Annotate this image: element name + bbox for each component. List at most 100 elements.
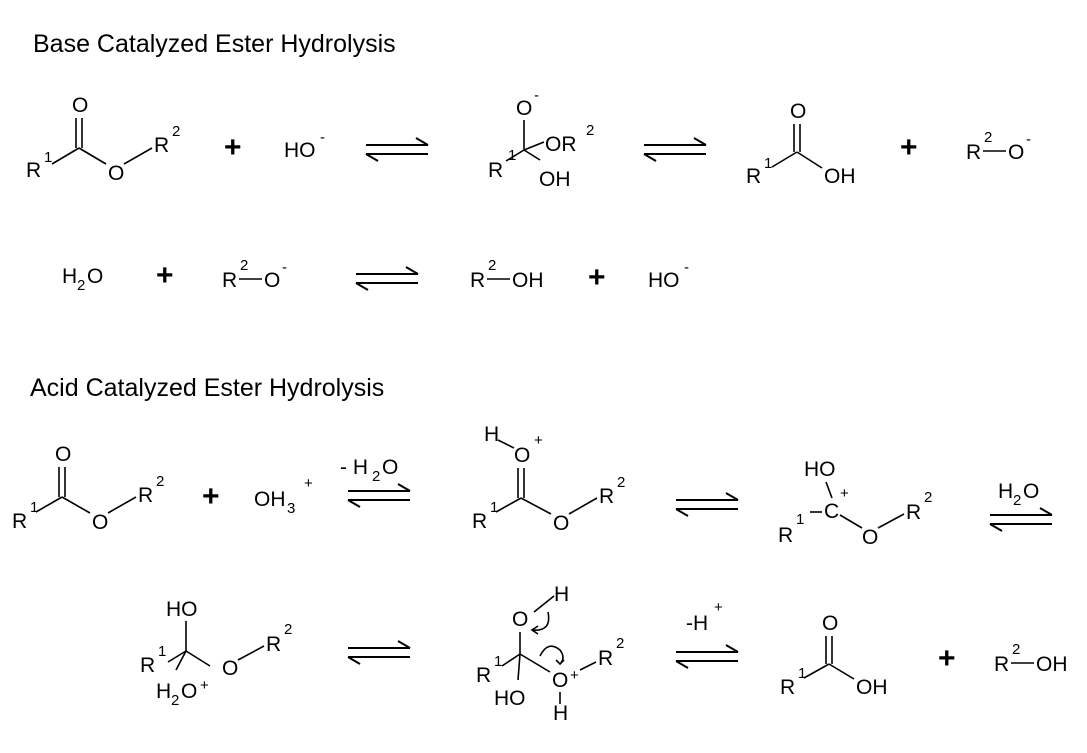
hydroxide: HO - (648, 259, 689, 292)
svg-text:1: 1 (44, 149, 52, 166)
carbocation-intermediate: HO + C R 1 O R 2 (778, 458, 932, 549)
atom-r: R (780, 676, 795, 699)
curved-arrow (539, 645, 564, 665)
svg-text:H: H (484, 423, 499, 446)
equilibrium-arrow (675, 492, 739, 517)
svg-text:OH: OH (1036, 653, 1068, 676)
atom-r: R (476, 664, 491, 687)
alkoxide: R 2 O - (222, 257, 287, 292)
curved-arrow (531, 611, 550, 631)
svg-text:HO: HO (648, 269, 680, 292)
acid-title: Acid Catalyzed Ester Hydrolysis (30, 374, 384, 402)
svg-text:O: O (1023, 480, 1039, 503)
svg-text:HO: HO (284, 139, 316, 162)
svg-text:-: - (684, 259, 689, 276)
alcohol: R 2 OH (470, 257, 544, 292)
svg-text:1: 1 (158, 643, 166, 660)
atom-o: O (514, 444, 530, 467)
atom-r: R (222, 269, 237, 292)
atom-r: R (472, 510, 487, 533)
carboxylic-acid: O R 1 OH (746, 100, 856, 188)
plus-sign: + (156, 259, 174, 292)
svg-text:2: 2 (617, 474, 625, 491)
svg-text:2: 2 (586, 122, 594, 139)
svg-text:OH: OH (512, 269, 544, 292)
atom-r: R (746, 165, 761, 188)
svg-text:1: 1 (508, 147, 516, 164)
atom-r: R (599, 485, 614, 508)
svg-text:1: 1 (798, 665, 806, 682)
plus-sign: + (224, 131, 242, 164)
svg-text:H: H (554, 583, 569, 606)
equilibrium-arrow (643, 137, 707, 162)
svg-text:H: H (62, 265, 77, 288)
equilibrium-arrow (347, 640, 411, 665)
svg-text:+: + (200, 677, 209, 694)
svg-text:2: 2 (488, 257, 496, 274)
atom-r: R (778, 524, 793, 547)
svg-text:1: 1 (490, 499, 498, 516)
svg-text:+: + (714, 599, 723, 616)
atom-o: O (72, 94, 88, 117)
svg-text:2: 2 (172, 123, 180, 140)
atom-r: R (154, 134, 169, 157)
svg-text:2: 2 (924, 489, 932, 506)
atom-r: R (906, 501, 921, 524)
svg-text:H: H (998, 480, 1013, 503)
atom-o: O (553, 512, 569, 535)
svg-text:2: 2 (284, 621, 292, 638)
svg-text:+: + (570, 667, 579, 684)
alcohol: R 2 OH (994, 641, 1068, 676)
equilibrium-arrow (355, 266, 419, 291)
svg-text:OR: OR (545, 133, 577, 156)
svg-text:-: - (1026, 131, 1031, 148)
svg-text:1: 1 (764, 155, 772, 172)
svg-text:1: 1 (30, 499, 38, 516)
plus-sign: + (938, 642, 956, 675)
atom-o: O (822, 612, 838, 635)
svg-text:HO: HO (494, 687, 526, 710)
atom-o: O (222, 657, 238, 680)
svg-text:OH: OH (856, 676, 888, 699)
atom-r: R (266, 633, 281, 656)
svg-text:1: 1 (494, 653, 502, 670)
tetrahedral-intermediate: O - R 1 OR 2 OH (488, 87, 594, 191)
water: H 2 O (62, 265, 103, 294)
equilibrium-arrow (365, 137, 429, 162)
atom-r: R (470, 269, 485, 292)
atom-o: O (512, 608, 528, 631)
hydronium: OH 3 + (254, 475, 313, 517)
hydroxide: HO - (284, 129, 325, 162)
atom-r: R (138, 484, 153, 507)
svg-text:- H: - H (340, 456, 368, 479)
atom-o: O (552, 669, 568, 692)
svg-text:OH: OH (254, 488, 286, 511)
plus-sign: + (588, 261, 606, 294)
atom-r: R (994, 653, 1009, 676)
svg-text:-: - (320, 129, 325, 146)
svg-text:1: 1 (796, 511, 804, 528)
svg-text:2: 2 (1013, 492, 1021, 509)
svg-text:2: 2 (156, 473, 164, 490)
condition-minus-proton: -H + (686, 599, 723, 635)
svg-text:2: 2 (77, 277, 85, 294)
atom-o: O (55, 443, 71, 466)
svg-text:+: + (840, 485, 849, 502)
atom-r: R (140, 654, 155, 677)
svg-text:-: - (282, 259, 287, 276)
atom-o: O (264, 269, 280, 292)
equilibrium-arrow (347, 483, 411, 508)
svg-text:+: + (304, 475, 313, 492)
plus-sign: + (900, 131, 918, 164)
atom-o: O (1008, 141, 1024, 164)
svg-text:2: 2 (616, 635, 624, 652)
svg-text:C: C (824, 500, 839, 523)
svg-text:3: 3 (287, 500, 295, 517)
svg-text:2: 2 (372, 468, 380, 485)
svg-text:H: H (156, 680, 171, 703)
base-title: Base Catalyzed Ester Hydrolysis (33, 30, 396, 58)
svg-text:-H: -H (686, 612, 708, 635)
atom-o: O (790, 100, 806, 123)
